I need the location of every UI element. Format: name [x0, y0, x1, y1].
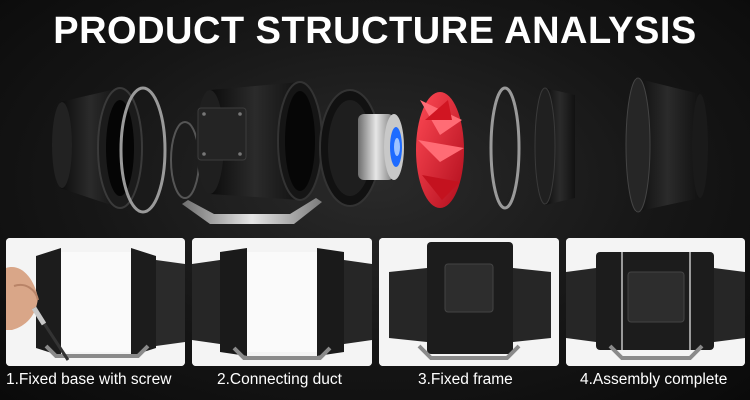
main-housing-part: [182, 81, 323, 224]
clamp-ring-part: [119, 86, 167, 214]
step-3-illustration: [379, 238, 559, 366]
step-caption-4: 4.Assembly complete: [580, 371, 728, 388]
outlet-adapter-part: [534, 87, 575, 205]
rear-clamp-ring-part: [489, 86, 521, 210]
inlet-flange-part: [52, 87, 143, 209]
outlet-flange-part: [625, 77, 708, 213]
step-2-illustration: [192, 238, 372, 366]
exploded-parts-view: [52, 77, 708, 224]
page-title: PRODUCT STRUCTURE ANALYSIS: [53, 10, 697, 52]
step-caption-1: 1.Fixed base with screw: [6, 371, 172, 388]
step-1-illustration: [6, 238, 185, 366]
step-panel-3: [379, 238, 559, 366]
step-caption-2: 2.Connecting duct: [217, 371, 342, 388]
step-panel-4: [566, 238, 745, 366]
step-panel-2: [192, 238, 372, 366]
motor-part: [319, 89, 404, 207]
step-caption-3: 3.Fixed frame: [418, 371, 513, 388]
impeller-part: [416, 92, 464, 208]
step-4-illustration: [566, 238, 745, 366]
assembly-steps: [0, 238, 750, 370]
step-panel-1: [6, 238, 185, 366]
gasket-part: [170, 121, 200, 199]
